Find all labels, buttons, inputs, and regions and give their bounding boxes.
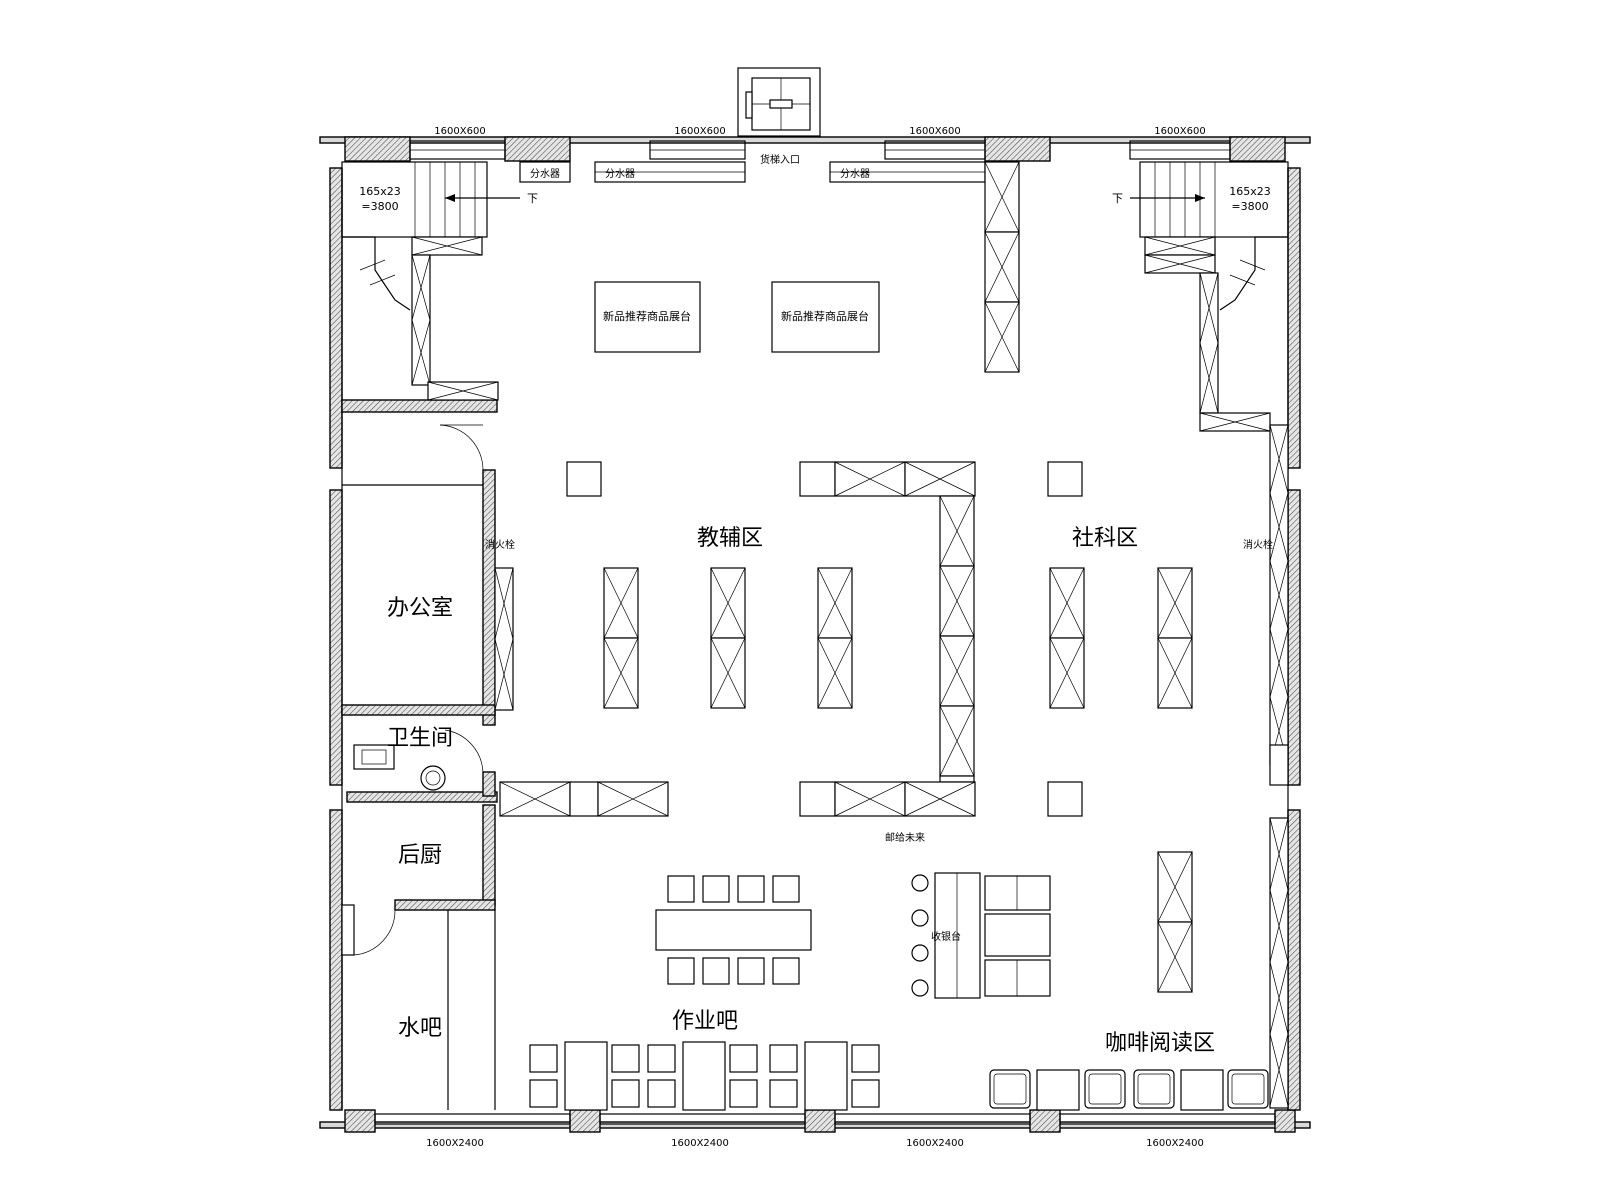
restroom-label: 卫生间 — [387, 726, 453, 751]
central-u-shelving — [799, 461, 976, 817]
water-valve-label-1: 分水器 — [530, 168, 560, 180]
office-label: 办公室 — [387, 596, 453, 621]
new-product-display-2 — [771, 281, 880, 353]
hydrant-label-right: 消火栓 — [1243, 538, 1273, 551]
right-staircase — [1130, 161, 1289, 432]
cargo-elevator — [737, 67, 821, 137]
coffee-reading-label: 咖啡阅读区 — [1105, 1031, 1215, 1056]
water-valve-label-2: 分水器 — [605, 168, 635, 180]
top-cabinets — [519, 161, 986, 183]
stair-spec-left: 165x23 — [359, 185, 401, 198]
social-science-shelves — [1049, 567, 1193, 993]
stair-spec-right: 165x23 — [1229, 185, 1271, 198]
window-dim-top-4: 1600X600 — [1154, 126, 1205, 137]
stair-spec-left-2: =3800 — [361, 200, 398, 213]
new-product-display-2-label: 新品推荐商品展台 — [781, 309, 869, 323]
window-dim-bottom-4: 1600X2400 — [1146, 1138, 1204, 1149]
cashier-label: 收银台 — [931, 930, 961, 943]
coffee-reading-furniture — [989, 1069, 1269, 1111]
mail-future-label: 邮给未来 — [885, 831, 925, 844]
stair-dir-left: 下 — [527, 192, 538, 205]
window-dim-top-2: 1600X600 — [674, 126, 725, 137]
homework-bar-label: 作业吧 — [672, 1009, 738, 1034]
new-product-display-1-label: 新品推荐商品展台 — [603, 309, 691, 323]
restroom — [346, 729, 498, 803]
window-dim-bottom-3: 1600X2400 — [906, 1138, 964, 1149]
teaching-aids-label: 教辅区 — [697, 526, 763, 551]
cashier-counter — [911, 872, 1051, 999]
top-right-vertical-shelf — [984, 161, 1020, 373]
water-bar-label: 水吧 — [398, 1016, 442, 1041]
teaching-aids-shelves — [603, 567, 853, 709]
water-bar — [341, 904, 496, 1110]
cargo-entrance-label: 货梯入口 — [760, 153, 800, 166]
stair-dir-right: 下 — [1112, 192, 1123, 205]
new-product-display-1 — [594, 281, 701, 353]
stair-spec-right-2: =3800 — [1231, 200, 1268, 213]
window-dim-bottom-2: 1600X2400 — [671, 1138, 729, 1149]
hydrant-label-left: 消火栓 — [485, 538, 515, 551]
window-dim-top-3: 1600X600 — [909, 126, 960, 137]
central-long-table — [655, 875, 812, 985]
social-science-label: 社科区 — [1072, 526, 1138, 551]
office-room — [341, 424, 514, 726]
back-kitchen-label: 后厨 — [398, 843, 442, 868]
bottom-left-horizontal-shelf — [499, 781, 669, 817]
window-dim-bottom-1: 1600X2400 — [426, 1138, 484, 1149]
left-staircase — [341, 161, 520, 413]
back-kitchen — [394, 804, 496, 911]
window-dim-top-1: 1600X600 — [434, 126, 485, 137]
water-valve-label-3: 分水器 — [840, 168, 870, 180]
homework-bar-tables — [529, 1041, 880, 1111]
columns — [566, 461, 1083, 817]
right-wall-shelving — [1269, 424, 1289, 1109]
